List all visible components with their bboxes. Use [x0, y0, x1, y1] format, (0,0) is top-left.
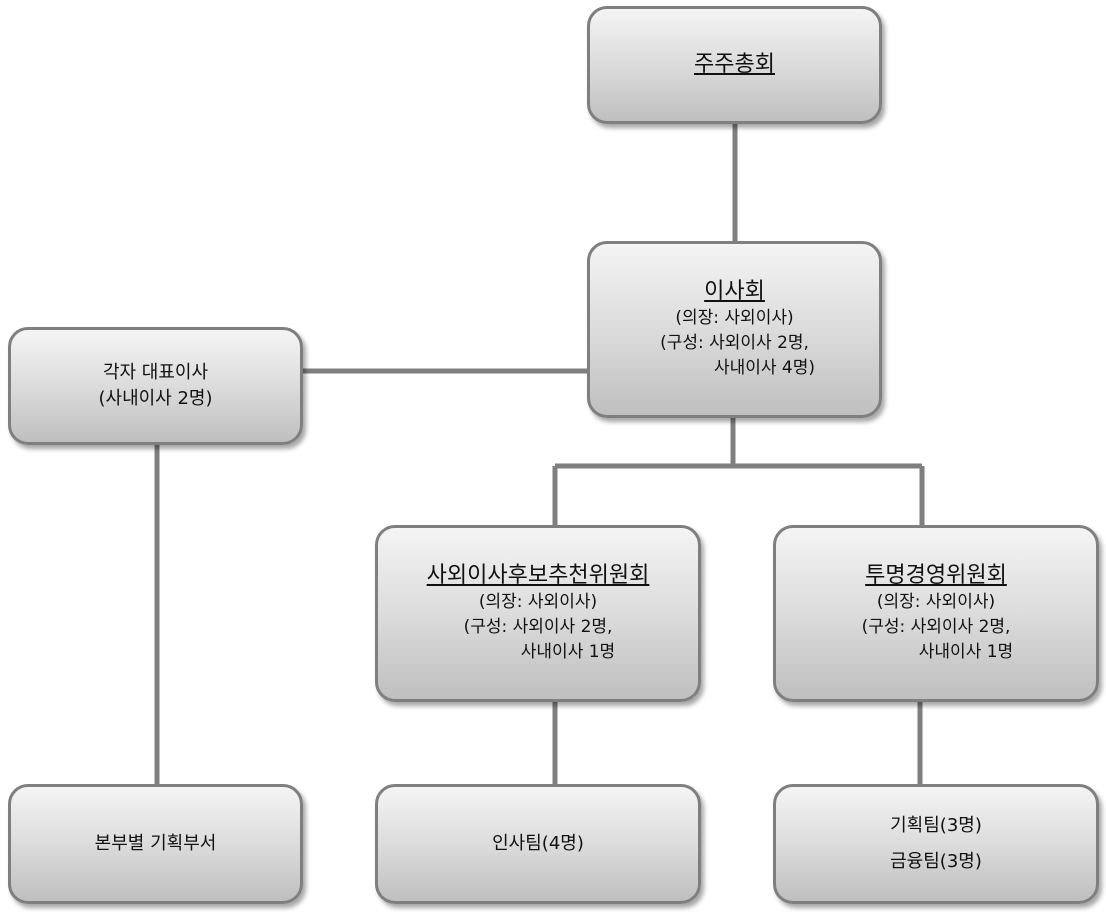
- node-title: 투명경영위원회: [865, 563, 1007, 588]
- node-planning-finance-teams: 기획팀(3명) 금융팀(3명): [773, 784, 1099, 904]
- node-nomination-committee: 사외이사후보추천위원회 (의장: 사외이사) (구성: 사외이사 2명, 사내이…: [375, 525, 701, 702]
- node-transparency-committee: 투명경영위원회 (의장: 사외이사) (구성: 사외이사 2명, 사내이사 1명: [773, 525, 1099, 702]
- node-label-finance-team: 금융팀(3명): [890, 851, 982, 872]
- node-label: 본부별 기획부서: [94, 833, 217, 854]
- node-planning-departments: 본부별 기획부서: [8, 784, 303, 904]
- node-composition-2: 사내이사 1명: [918, 642, 1014, 662]
- node-composition-1: (구성: 사외이사 2명,: [463, 617, 613, 637]
- node-hr-team: 인사팀(4명): [375, 784, 701, 904]
- node-shareholders-meeting: 주주총회: [587, 6, 882, 124]
- node-label-planning-team: 기획팀(3명): [890, 815, 982, 836]
- node-composition-1: (구성: 사외이사 2명,: [861, 617, 1011, 637]
- node-chair: (의장: 사외이사): [478, 592, 598, 612]
- node-composition-1: (구성: 사외이사 2명,: [660, 333, 809, 353]
- node-label: 인사팀(4명): [492, 833, 584, 854]
- node-title: 이사회: [704, 279, 765, 304]
- node-chair: (의장: 사외이사): [675, 308, 794, 328]
- node-chair: (의장: 사외이사): [876, 592, 996, 612]
- node-composition-2: 사내이사 4명): [713, 358, 816, 378]
- node-board-of-directors: 이사회 (의장: 사외이사) (구성: 사외이사 2명, 사내이사 4명): [587, 241, 882, 418]
- node-sublabel: (사내이사 2명): [98, 388, 213, 409]
- node-label: 각자 대표이사: [102, 362, 209, 383]
- node-ceo: 각자 대표이사 (사내이사 2명): [8, 327, 303, 445]
- node-title: 주주총회: [694, 52, 775, 77]
- node-composition-2: 사내이사 1명: [520, 642, 616, 662]
- node-title: 사외이사후보추천위원회: [426, 563, 650, 588]
